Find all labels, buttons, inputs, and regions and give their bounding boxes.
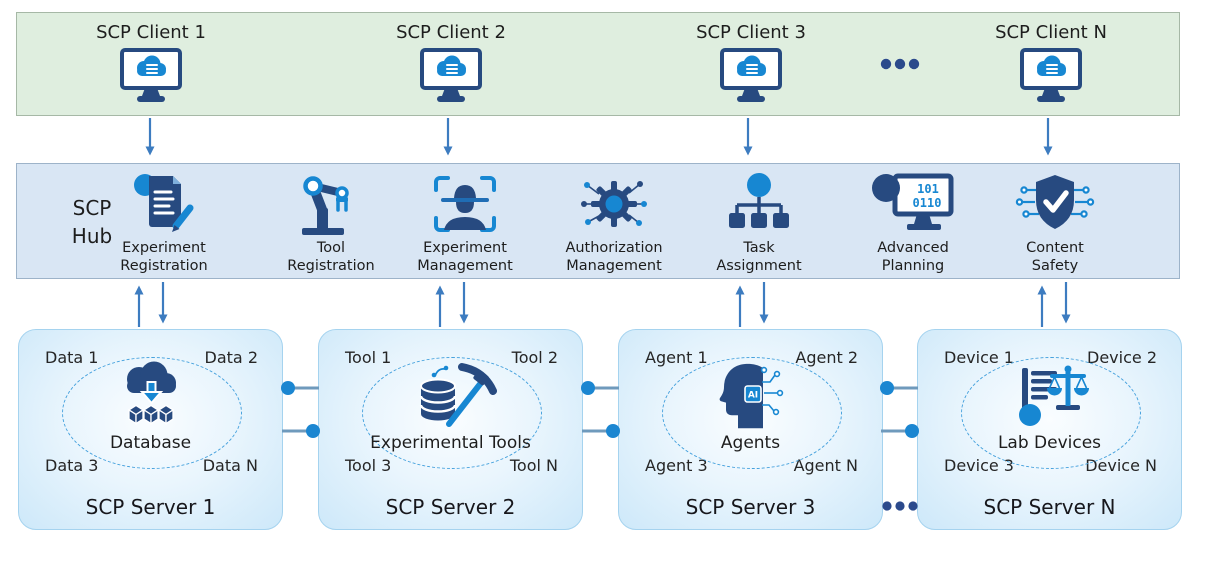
server-1-item-1: Data 1: [45, 348, 99, 367]
server-2-item-1: Tool 1: [345, 348, 392, 367]
shield-check-icon: [1014, 170, 1096, 236]
client-3: SCP Client 3: [663, 21, 839, 106]
lab-scale-icon: [918, 360, 1181, 432]
server-n-item-2: Device 2: [1087, 348, 1157, 367]
document-pencil-icon: [129, 170, 199, 236]
server-2-center-label: Experimental Tools: [370, 433, 531, 453]
server-2-item-2: Tool 2: [511, 348, 558, 367]
svg-text:101: 101: [917, 182, 939, 196]
server-1-name: SCP Server 1: [85, 495, 216, 519]
cloud-database-icon: [19, 360, 282, 432]
server-1-ellipse: [62, 357, 242, 469]
hub-item-label: Advanced Planning: [877, 240, 949, 274]
server-n-name: SCP Server N: [983, 495, 1116, 519]
server-n-center-label: Lab Devices: [997, 433, 1102, 453]
hub-item-label: Task Assignment: [716, 240, 802, 274]
server-1-item-n: Data N: [202, 456, 258, 475]
monitor-cloud-icon: [1020, 48, 1082, 102]
server-3-item-1: Agent 1: [645, 348, 708, 367]
server-3-center-label: Agents: [720, 433, 781, 453]
link-node: [281, 381, 295, 395]
hub-item-experiment-registration: Experiment Registration: [89, 170, 239, 275]
face-scan-icon: [430, 170, 500, 236]
server-n-item-1: Device 1: [944, 348, 1014, 367]
client-2: SCP Client 2: [363, 21, 539, 106]
hub-item-label: Content Safety: [1026, 240, 1084, 274]
svg-text:0110: 0110: [913, 196, 942, 210]
client-band: SCP Client 1 SCP Client 2: [16, 12, 1180, 116]
hub-item-label: Tool Registration: [287, 240, 375, 274]
robot-arm-icon: [296, 170, 366, 236]
hub-item-tool-registration: Tool Registration: [256, 170, 406, 275]
hub-title-line2: Hub: [71, 224, 113, 248]
client-1-label: SCP Client 1: [96, 22, 206, 43]
org-chart-icon: [724, 170, 794, 236]
hub-item-label: Authorization Management: [565, 240, 663, 274]
servers-ellipsis: [882, 501, 918, 511]
database-pickaxe-icon: [319, 360, 582, 432]
hub-item-label: Experiment Management: [417, 240, 513, 274]
server-3-ellipse: [662, 357, 842, 469]
client-2-label: SCP Client 2: [396, 22, 506, 43]
hub-title-line1: SCP: [72, 196, 112, 220]
monitor-cloud-icon: [120, 48, 182, 102]
hub-item-authorization-management: Authorization Management: [539, 170, 689, 275]
hub-item-advanced-planning: 101 0110 Advanced Planning: [838, 170, 988, 275]
hub-item-task-assignment: Task Assignment: [684, 170, 834, 275]
hub-item-label: Experiment Registration: [120, 240, 208, 274]
client-1: SCP Client 1: [63, 21, 239, 106]
server-3-item-3: Agent 3: [645, 456, 708, 475]
svg-text:AI: AI: [747, 391, 757, 401]
monitor-cloud-icon: [420, 48, 482, 102]
binary-monitor-icon: 101 0110: [871, 170, 955, 236]
scp-hub-band: SCP Hub Experiment R: [16, 163, 1180, 279]
hub-item-content-safety: Content Safety: [980, 170, 1130, 275]
client-n: SCP Client N: [963, 21, 1139, 106]
hub-item-experiment-management: Experiment Management: [390, 170, 540, 275]
server-2-name: SCP Server 2: [385, 495, 516, 519]
client-3-label: SCP Client 3: [696, 22, 806, 43]
server-n: Device 1 Device 2 Device 3 Device N: [917, 329, 1182, 530]
client-n-label: SCP Client N: [995, 22, 1107, 43]
monitor-cloud-icon: [720, 48, 782, 102]
server-2-ellipse: [362, 357, 542, 469]
server-1-center-label: Database: [109, 433, 192, 453]
link-node: [581, 381, 595, 395]
server-3-name: SCP Server 3: [685, 495, 816, 519]
server-3: Agent 1 Agent 2 Agent 3 Agent N AI Agent…: [618, 329, 883, 530]
gear-network-icon: [577, 170, 651, 236]
server-n-ellipse: [961, 357, 1141, 469]
hub-title: SCP Hub: [45, 194, 139, 250]
server-3-item-n: Agent N: [793, 456, 858, 475]
server-1-item-3: Data 3: [45, 456, 99, 475]
server-2: Tool 1 Tool 2 Tool 3 Tool N Experimental…: [318, 329, 583, 530]
server-1: Data 1 Data 2 Data 3 Data N: [18, 329, 283, 530]
server-n-item-3: Device 3: [944, 456, 1014, 475]
server-2-item-n: Tool N: [509, 456, 558, 475]
server-3-item-2: Agent 2: [795, 348, 858, 367]
server-1-item-2: Data 2: [204, 348, 258, 367]
server-n-item-n: Device N: [1085, 456, 1157, 475]
server-2-item-3: Tool 3: [345, 456, 392, 475]
ai-head-icon: AI: [619, 360, 882, 432]
